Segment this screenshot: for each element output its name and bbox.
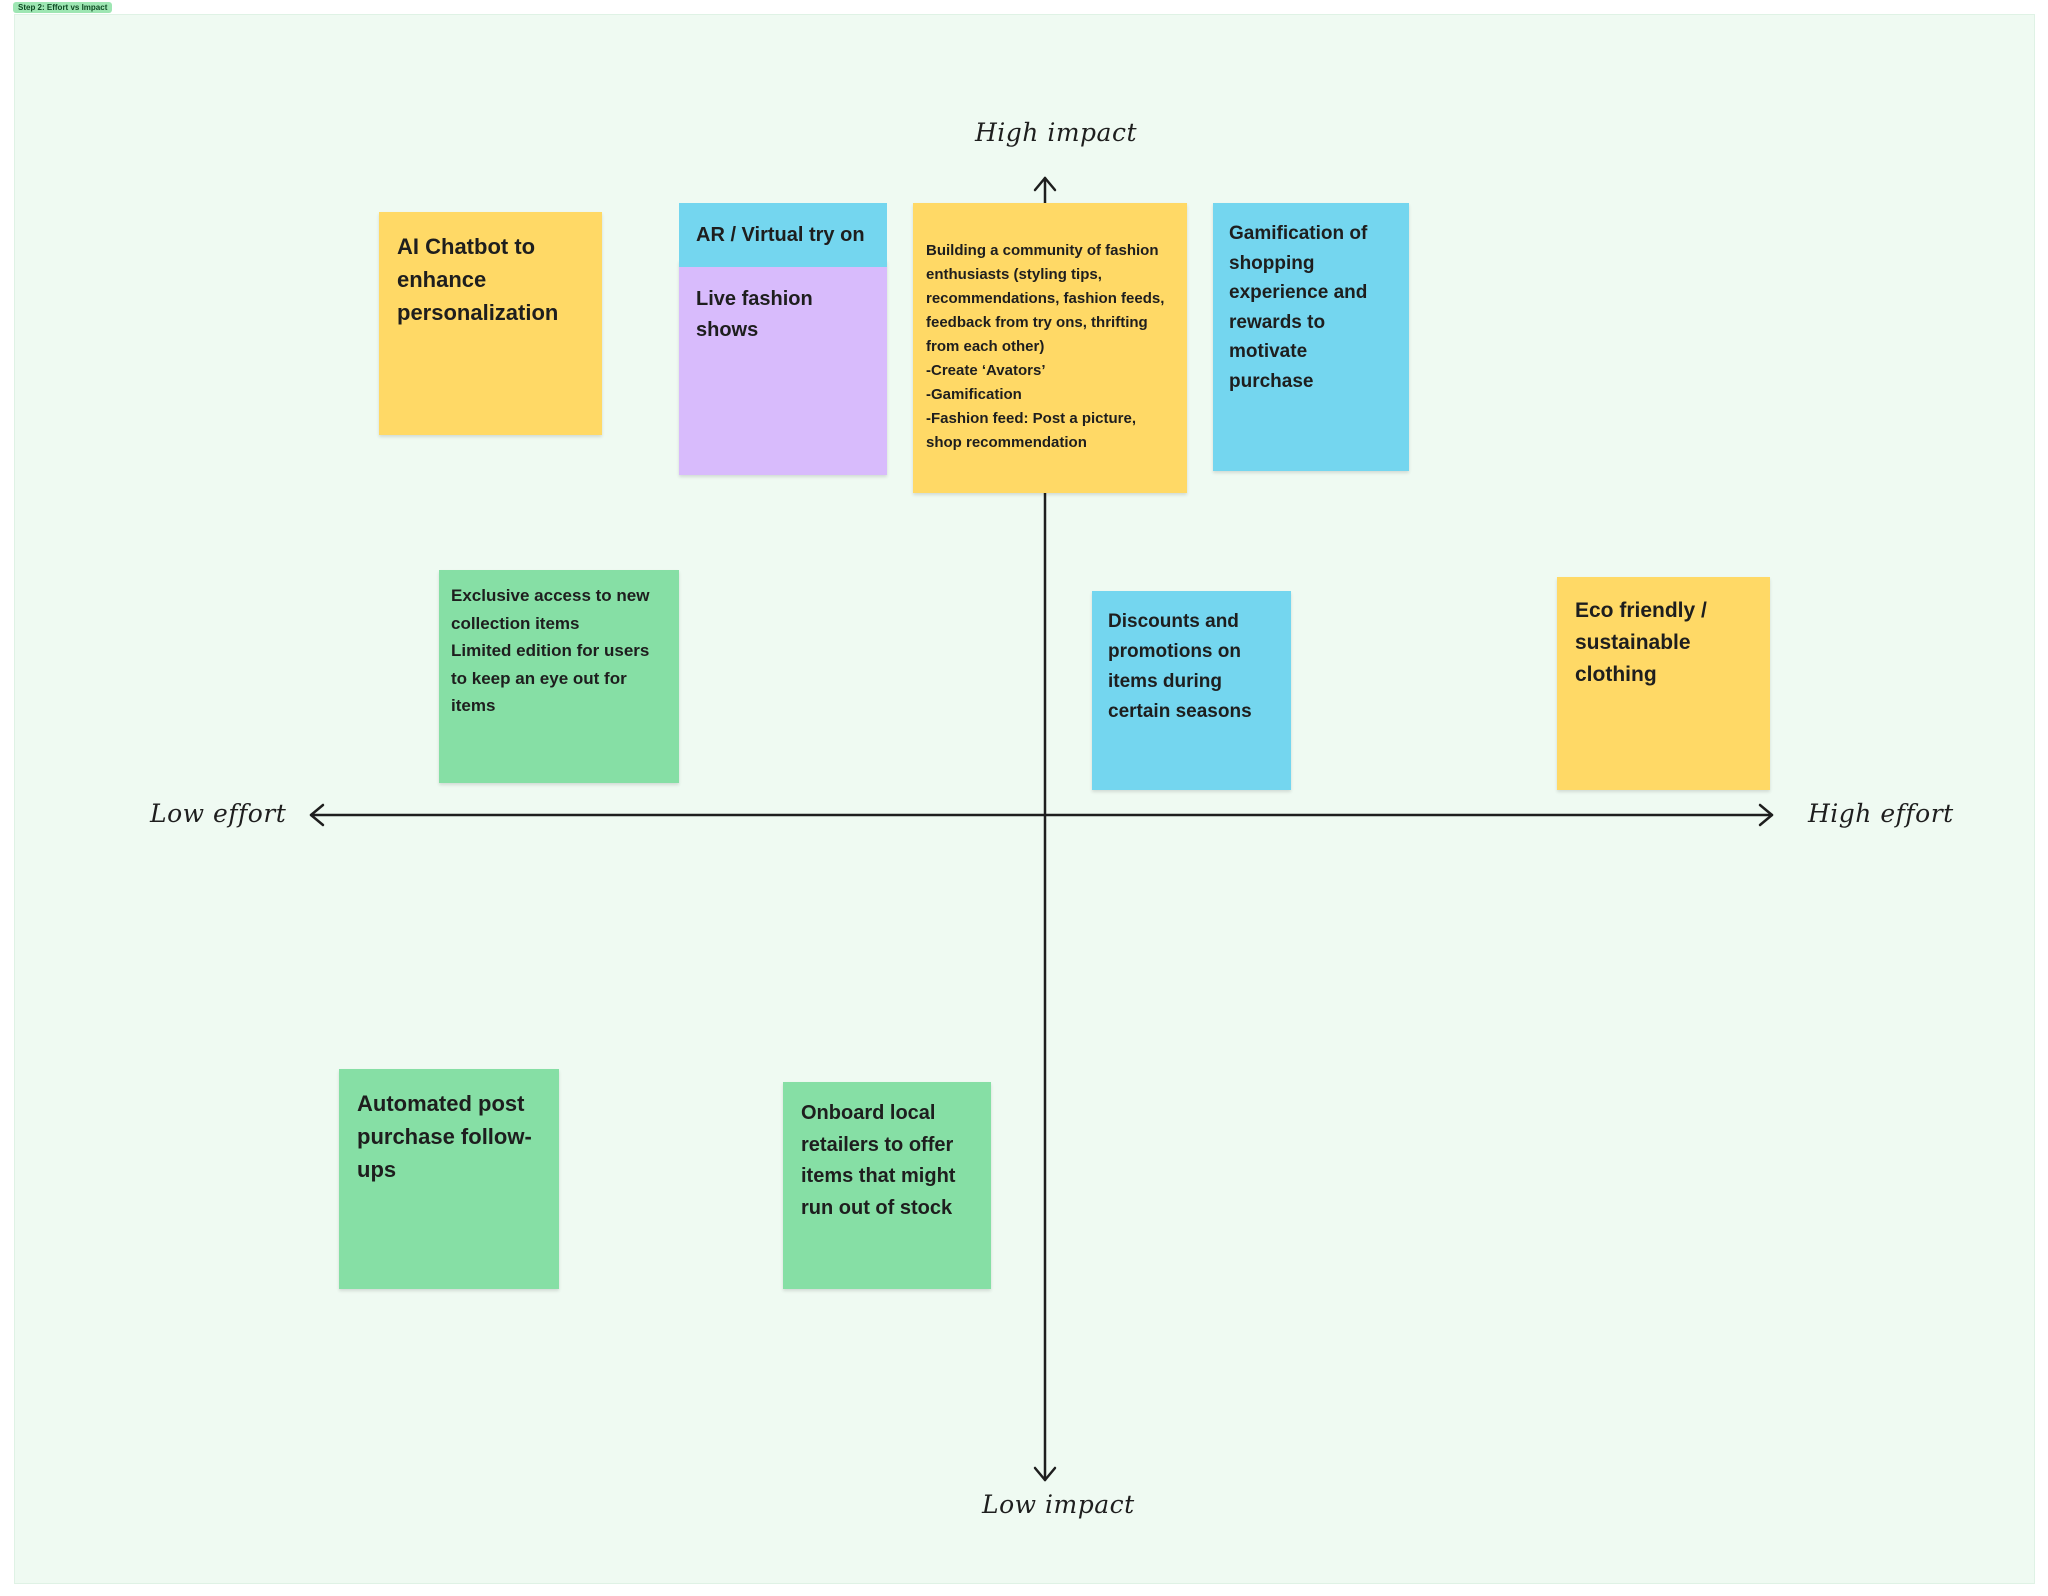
sticky-text: -Gamification: [926, 386, 1022, 403]
sticky-text: Discounts and promotions on items during…: [1108, 611, 1252, 722]
sticky-text: Automated post purchase follow-ups: [357, 1091, 532, 1182]
axis-label-low-impact: Low impact: [982, 1490, 1135, 1519]
sticky-live-fashion-shows[interactable]: Live fashion shows: [679, 260, 887, 475]
sticky-text: Live fashion shows: [696, 288, 813, 341]
sticky-gamification[interactable]: Gamification of shopping experience and …: [1213, 203, 1409, 471]
arrow-right-icon: [1758, 803, 1774, 827]
sticky-text: AR / Virtual try on: [696, 224, 865, 246]
sticky-eco-friendly[interactable]: Eco friendly / sustainable clothing: [1557, 577, 1770, 790]
sticky-text: Gamification of shopping experience and …: [1229, 223, 1368, 392]
arrow-up-icon: [1033, 176, 1057, 192]
arrow-down-icon: [1033, 1466, 1057, 1482]
sticky-discounts-promotions[interactable]: Discounts and promotions on items during…: [1092, 591, 1291, 790]
sticky-text: -Fashion feed: Post a picture, shop reco…: [926, 410, 1137, 451]
sticky-text: Onboard local retailers to offer items t…: [801, 1102, 956, 1219]
sticky-text: AI Chatbot to enhance personalization: [397, 234, 559, 325]
arrow-left-icon: [309, 803, 325, 827]
section-title-tag[interactable]: Step 2: Effort vs Impact: [13, 2, 113, 13]
sticky-fashion-community[interactable]: Building a community of fashion enthusia…: [913, 203, 1187, 493]
sticky-exclusive-access[interactable]: Exclusive access to new collection items…: [439, 570, 679, 783]
sticky-ar-virtual-try-on[interactable]: AR / Virtual try on: [679, 203, 887, 267]
axis-label-high-impact: High impact: [975, 118, 1138, 147]
sticky-text: -Create ‘Avators’: [926, 362, 1046, 379]
axis-label-low-effort: Low effort: [150, 799, 287, 828]
sticky-ai-chatbot[interactable]: AI Chatbot to enhance personalization: [379, 212, 602, 435]
sticky-text: Eco friendly / sustainable clothing: [1575, 599, 1707, 686]
sticky-text: Building a community of fashion enthusia…: [926, 242, 1165, 355]
sticky-local-retailers[interactable]: Onboard local retailers to offer items t…: [783, 1082, 991, 1289]
axis-label-high-effort: High effort: [1808, 799, 1954, 828]
sticky-post-purchase-follow-ups[interactable]: Automated post purchase follow-ups: [339, 1069, 559, 1289]
sticky-text: Exclusive access to new collection items: [451, 586, 650, 633]
sticky-text: Limited edition for users to keep an eye…: [451, 641, 650, 715]
